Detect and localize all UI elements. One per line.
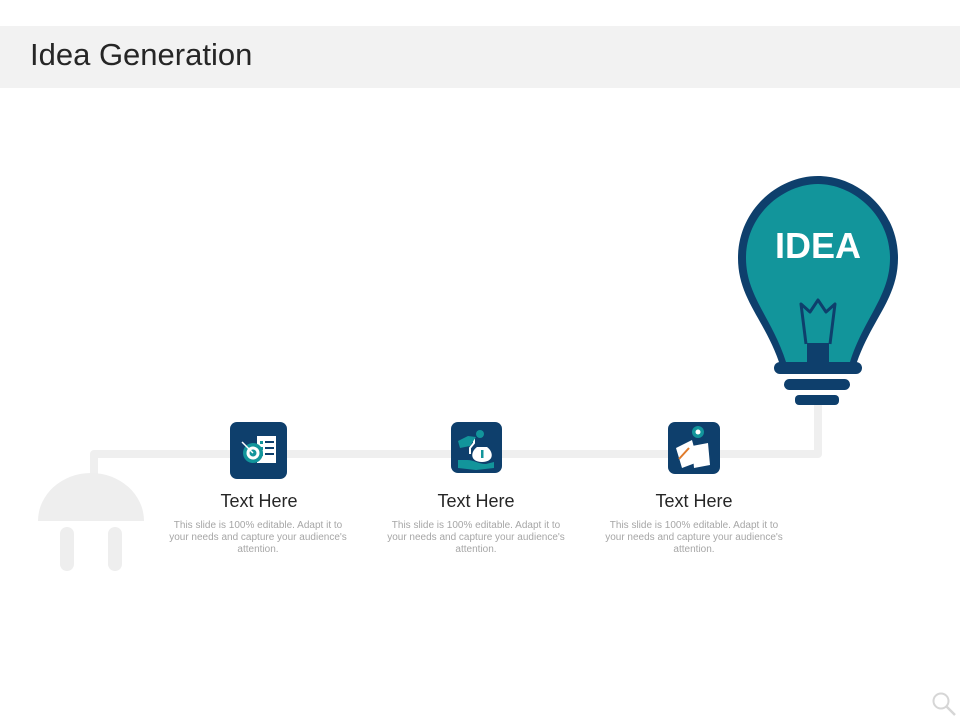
step-2-description: This slide is 100% editable. Adapt it to… (387, 520, 565, 555)
page-title: Idea Generation (30, 37, 253, 72)
search-icon (932, 692, 956, 716)
documents-clock-icon (668, 422, 720, 474)
plug-icon (38, 473, 144, 571)
bulb-label: IDEA (774, 225, 861, 266)
step-2-title: Text Here (437, 491, 515, 511)
title-bar (0, 26, 960, 88)
step-3-description: This slide is 100% editable. Adapt it to… (605, 520, 783, 555)
target-checklist-icon (230, 422, 287, 479)
step-3-title: Text Here (655, 491, 733, 511)
step-1-description: This slide is 100% editable. Adapt it to… (169, 520, 347, 555)
hand-money-bag-icon (451, 422, 502, 473)
step-1-title: Text Here (220, 491, 298, 511)
light-bulb-icon (738, 176, 898, 405)
